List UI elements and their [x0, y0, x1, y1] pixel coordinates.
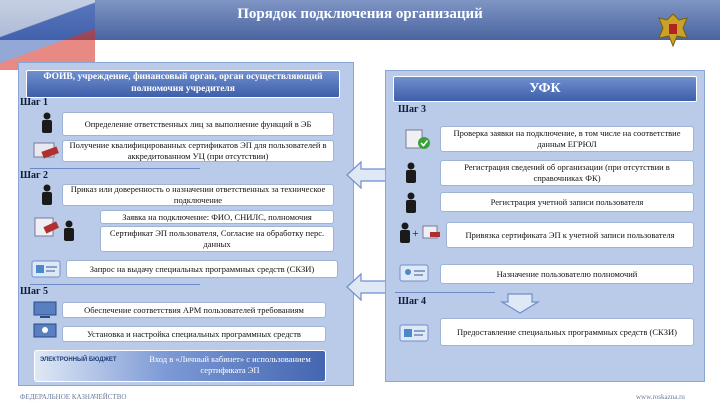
step-item: Привязка сертификата ЭП к учетной записи…: [446, 222, 694, 248]
check-document-icon: [405, 129, 430, 149]
electronic-budget-logo: ЭЛЕКТРОННЫЙ БЮДЖЕТ: [40, 357, 117, 363]
step-2-label: Шаг 2: [20, 170, 49, 181]
login-banner[interactable]: [34, 350, 326, 382]
step-item: Сертификат ЭП пользователя, Согласие на …: [100, 226, 334, 252]
title-bar: [0, 0, 720, 40]
step-item: Назначение пользователю полномочий: [440, 264, 694, 284]
software-card-icon: [399, 324, 429, 342]
divider: [30, 168, 200, 169]
step-3-label: Шаг 3: [398, 104, 427, 115]
document-icon: [34, 217, 60, 237]
page-title: Порядок подключения организаций: [237, 6, 483, 22]
footer-org: ФЕДЕРАЛЬНОЕ КАЗНАЧЕЙСТВО: [20, 393, 127, 401]
flag-decoration: [0, 0, 95, 70]
monitor-settings-icon: [33, 323, 57, 338]
person-icon: [406, 192, 416, 213]
plus-icon: +: [412, 226, 419, 240]
step-1-label: Шаг 1: [20, 97, 49, 108]
step-item: Определение ответственных лиц за выполне…: [62, 112, 334, 136]
footer-website-link[interactable]: www.roskazna.ru: [636, 393, 685, 401]
emblem-icon: [658, 13, 688, 48]
step-item: Установка и настройка специальных програ…: [62, 326, 326, 342]
person-icon: [42, 184, 52, 205]
login-banner-label: Вход в «Личный кабинет» с использованием…: [149, 354, 311, 375]
certificate-icon: [422, 225, 440, 239]
divider: [395, 292, 495, 293]
person-icon: [42, 112, 52, 133]
divider: [30, 284, 200, 285]
user-card-icon: [399, 264, 429, 282]
software-card-icon: [31, 260, 61, 278]
organization-header: ФОИВ, учреждение, финансовый орган, орга…: [26, 70, 340, 98]
step-item: Запрос на выдачу специальных программных…: [66, 260, 338, 278]
step-item: Проверка заявки на подключение, в том чи…: [440, 126, 694, 152]
person-icon: [400, 222, 410, 243]
step-item: Предоставление специальных программных с…: [440, 318, 694, 346]
step-item: Приказ или доверенность о назначении отв…: [62, 184, 334, 206]
person-icon: [406, 162, 416, 183]
computer-icon: [33, 301, 57, 318]
person-icon: [64, 220, 74, 241]
step-item: Заявка на подключение: ФИО, СНИЛС, полно…: [100, 210, 334, 224]
step-4-label: Шаг 4: [398, 296, 427, 307]
step-5-label: Шаг 5: [20, 286, 49, 297]
step-item: Обеспечение соответствия АРМ пользовател…: [62, 302, 326, 318]
certificate-icon: [33, 142, 59, 159]
step-item: Регистрация сведений об организации (при…: [440, 160, 694, 186]
arrow-down-icon: [500, 293, 540, 314]
step-item: Получение квалифицированных сертификатов…: [62, 140, 334, 162]
ufk-header: УФК: [393, 76, 697, 102]
step-item: Регистрация учетной записи пользователя: [440, 192, 694, 212]
